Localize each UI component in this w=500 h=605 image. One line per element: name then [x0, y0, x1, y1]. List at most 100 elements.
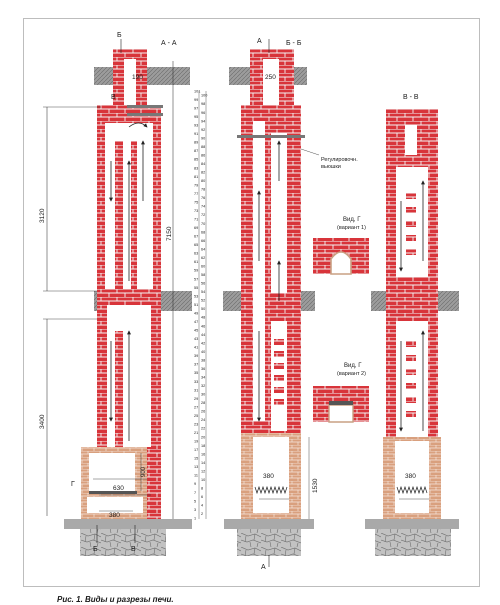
row-number: 21 [194, 431, 198, 435]
row-number: 61 [194, 260, 198, 264]
row-number: 83 [194, 166, 198, 170]
row-number: 91 [194, 132, 198, 136]
row-number: 33 [194, 380, 198, 384]
row-number: 87 [194, 149, 198, 153]
row-number: 66 [201, 239, 205, 243]
stove-drawing: А - А Б В Г Б В 190 3120 7150 3400 900 6… [39, 32, 459, 571]
row-number: 46 [201, 324, 205, 328]
row-number: 60 [201, 265, 205, 269]
row-number: 49 [194, 311, 198, 315]
dim-vv-fire-width: 380 [405, 473, 416, 480]
view-g-variant-2: Вид, Г (вариант 2) [313, 363, 369, 423]
dim-chimney-bb: 250 [265, 74, 276, 81]
section-mark-a-top: А [257, 38, 262, 45]
dim-bb-fire-width: 380 [263, 473, 274, 480]
row-number: 59 [194, 269, 198, 273]
view-g1-sub: (вариант 1) [337, 225, 366, 231]
row-number: 42 [201, 341, 205, 345]
floor-strip [64, 519, 192, 529]
row-number: 58 [201, 273, 205, 277]
row-number: 96 [201, 111, 205, 115]
view-title-vv: В - В [403, 94, 419, 101]
row-number: 26 [201, 410, 205, 414]
row-number: 50 [201, 307, 205, 311]
dim-upper-height: 3120 [39, 208, 46, 223]
row-number: 89 [194, 141, 198, 145]
row-number: 62 [201, 256, 205, 260]
row-number: 35 [194, 371, 198, 375]
row-number: 7 [194, 491, 196, 495]
row-number: 20 [201, 435, 205, 439]
view-g1-title: Вид, Г [343, 217, 361, 223]
row-number: 74 [201, 205, 205, 209]
row-number: 101 [194, 89, 200, 93]
row-number: 90 [201, 136, 205, 140]
row-number: 98 [201, 102, 205, 106]
dim-firebox-width: 630 [113, 485, 124, 492]
row-number: 19 [194, 440, 198, 444]
row-number: 23 [194, 423, 198, 427]
row-number: 31 [194, 388, 198, 392]
row-number: 34 [201, 376, 205, 380]
row-number: 68 [201, 230, 205, 234]
row-number: 80 [201, 179, 205, 183]
row-number: 67 [194, 235, 198, 239]
row-number: 79 [194, 183, 198, 187]
row-number: 78 [201, 188, 205, 192]
row-number: 12 [201, 469, 205, 473]
row-number: 22 [201, 427, 205, 431]
row-number: 63 [194, 252, 198, 256]
row-number: 13 [194, 465, 198, 469]
view-title-bb: Б - Б [286, 40, 302, 47]
dim-total-height: 7150 [166, 226, 173, 241]
row-number: 69 [194, 226, 198, 230]
row-number: 51 [194, 303, 198, 307]
row-number: 56 [201, 282, 205, 286]
row-number: 75 [194, 200, 198, 204]
row-number: 3 [194, 508, 196, 512]
row-number: 16 [201, 452, 205, 456]
row-number: 1 [194, 516, 196, 520]
row-number: 95 [194, 115, 198, 119]
row-number: 36 [201, 367, 205, 371]
row-number: 43 [194, 337, 198, 341]
row-number: 57 [194, 277, 198, 281]
row-number: 45 [194, 329, 198, 333]
row-number: 54 [201, 290, 205, 294]
row-number: 18 [201, 444, 205, 448]
figure-caption: Рис. 1. Виды и разрезы печи. [57, 595, 174, 604]
row-number: 53 [194, 294, 198, 298]
foundation-bb [237, 529, 301, 556]
drawing-frame: А - А Б В Г Б В 190 3120 7150 3400 900 6… [23, 18, 480, 604]
section-mark-a-bottom: А [261, 564, 266, 571]
row-number: 71 [194, 218, 198, 222]
section-mark-g: Г [71, 481, 75, 488]
row-number: 38 [201, 358, 205, 362]
section-mark-b-bottom: Б [93, 546, 98, 553]
view-vv: В - В 380 [365, 94, 459, 556]
row-number: 37 [194, 363, 198, 367]
row-number: 99 [194, 98, 198, 102]
dim-lower-height: 3400 [39, 414, 46, 429]
row-number: 55 [194, 286, 198, 290]
view-g2-title: Вид, Г [344, 363, 362, 369]
row-number: 88 [201, 145, 205, 149]
row-number: 94 [201, 119, 205, 123]
row-number: 40 [201, 350, 205, 354]
row-number: 76 [201, 196, 205, 200]
row-number: 82 [201, 171, 205, 175]
row-number: 73 [194, 209, 198, 213]
dim-bb-base-height: 1530 [312, 478, 319, 493]
row-number: 8 [201, 487, 203, 491]
row-number: 65 [194, 243, 198, 247]
row-number: 9 [194, 482, 196, 486]
row-number: 97 [194, 107, 198, 111]
row-number: 30 [201, 393, 205, 397]
row-number: 28 [201, 401, 205, 405]
row-number: 52 [201, 299, 205, 303]
row-number: 39 [194, 354, 198, 358]
view-aa: А - А Б В Г Б В 190 3120 7150 3400 900 6… [39, 32, 192, 556]
row-number: 29 [194, 397, 198, 401]
row-number: 70 [201, 222, 205, 226]
row-number: 6 [201, 495, 203, 499]
